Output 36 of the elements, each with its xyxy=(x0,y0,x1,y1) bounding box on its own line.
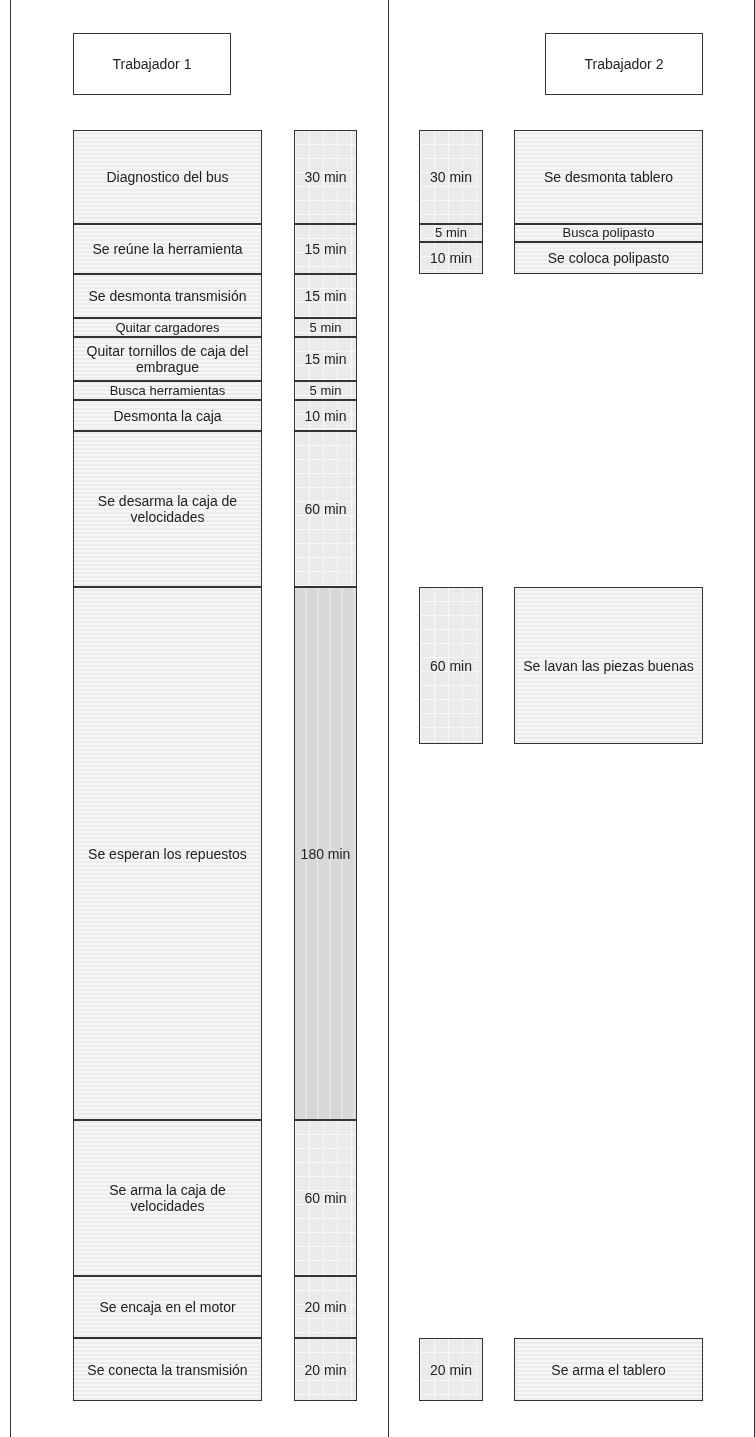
task-box: Se arma la caja de velocidades xyxy=(73,1120,262,1276)
duration-box: 30 min xyxy=(294,130,357,224)
task-box: Busca herramientas xyxy=(73,381,262,400)
task-box: Se coloca polipasto xyxy=(514,242,703,274)
task-box: Se arma el tablero xyxy=(514,1338,703,1401)
task-box: Se conecta la transmisión xyxy=(73,1338,262,1401)
duration-box: 20 min xyxy=(294,1276,357,1338)
duration-box: 15 min xyxy=(294,274,357,318)
task-box: Se encaja en el motor xyxy=(73,1276,262,1338)
task-box: Busca polipasto xyxy=(514,224,703,242)
duration-box: 15 min xyxy=(294,224,357,274)
duration-box: 10 min xyxy=(294,400,357,431)
duration-box: 20 min xyxy=(419,1338,483,1401)
duration-box: 5 min xyxy=(419,224,483,242)
task-box: Se esperan los repuestos xyxy=(73,587,262,1120)
duration-box: 30 min xyxy=(419,130,483,224)
task-box: Se reúne la herramienta xyxy=(73,224,262,274)
duration-box: 5 min xyxy=(294,318,357,337)
worker-header-box: Trabajador 2 xyxy=(545,33,703,95)
duration-box: 5 min xyxy=(294,381,357,400)
task-box: Se lavan las piezas buenas xyxy=(514,587,703,744)
task-box: Se desmonta transmisión xyxy=(73,274,262,318)
task-box: Desmonta la caja xyxy=(73,400,262,431)
task-box: Quitar cargadores xyxy=(73,318,262,337)
duration-box: 20 min xyxy=(294,1338,357,1401)
duration-box: 180 min xyxy=(294,587,357,1120)
duration-box: 60 min xyxy=(294,1120,357,1276)
task-box: Quitar tornillos de caja del embrague xyxy=(73,337,262,381)
task-box: Diagnostico del bus xyxy=(73,130,262,224)
duration-box: 10 min xyxy=(419,242,483,274)
duration-box: 60 min xyxy=(419,587,483,744)
task-box: Se desarma la caja de velocidades xyxy=(73,431,262,587)
duration-box: 60 min xyxy=(294,431,357,587)
task-box: Se desmonta tablero xyxy=(514,130,703,224)
worker-header-box: Trabajador 1 xyxy=(73,33,231,95)
duration-box: 15 min xyxy=(294,337,357,381)
